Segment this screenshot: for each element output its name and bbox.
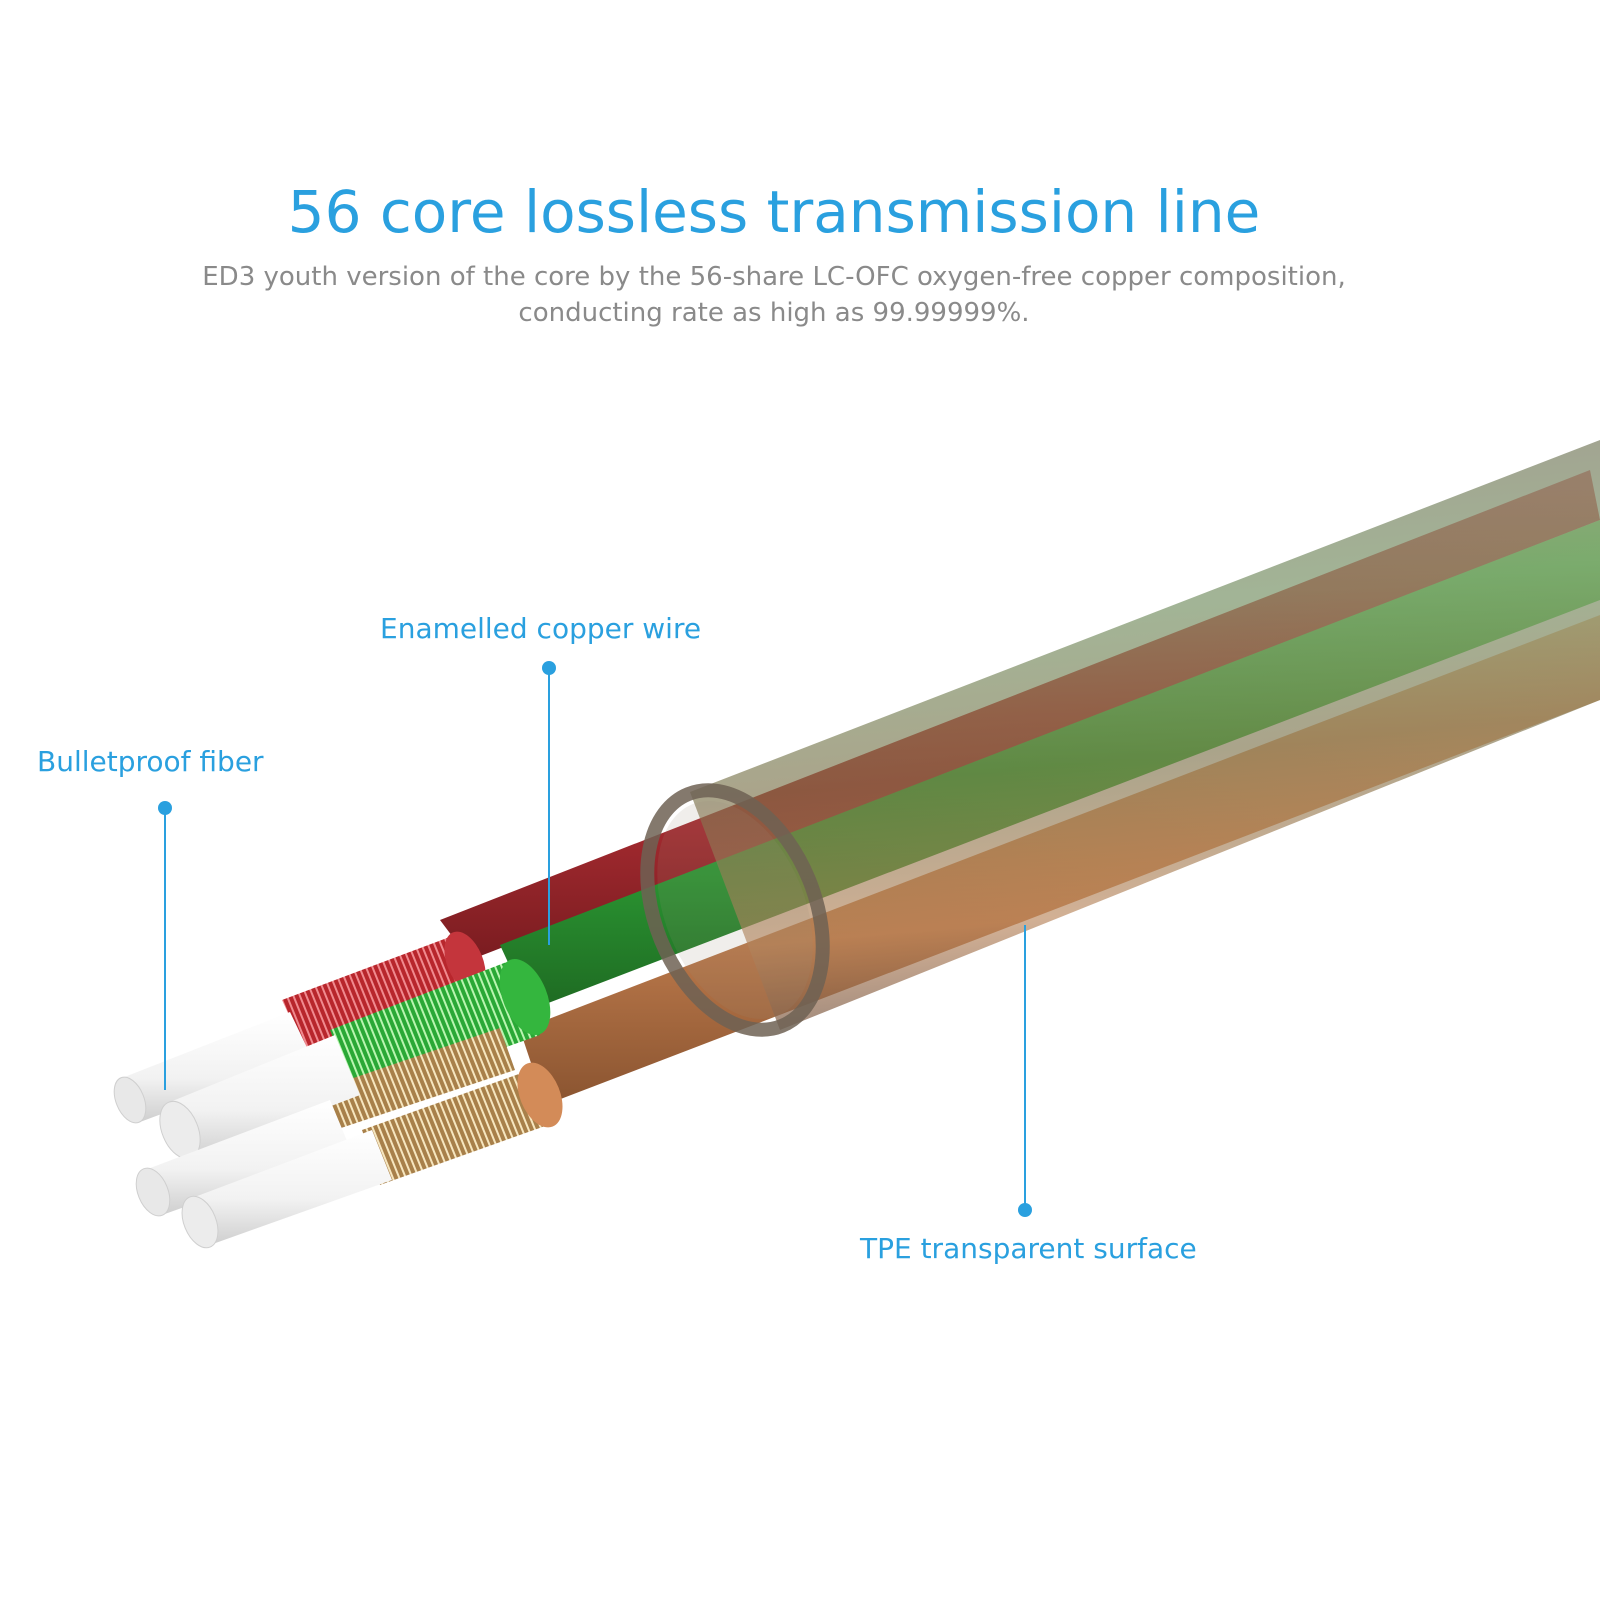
fiber-cores bbox=[113, 1012, 392, 1249]
page-subtitle-line-1: ED3 youth version of the core by the 56-… bbox=[202, 262, 1346, 292]
callout-dot-enamelled bbox=[542, 661, 556, 675]
callout-label-enamelled-copper-wire: Enamelled copper wire bbox=[380, 612, 702, 645]
sheath-opening bbox=[640, 783, 830, 1037]
exposed-conductors bbox=[282, 931, 563, 1185]
callout-lines bbox=[158, 661, 1032, 1217]
gold-coiled-strands-front bbox=[362, 1070, 548, 1185]
page-subtitle-line-2: conducting rate as high as 99.99999%. bbox=[518, 298, 1030, 328]
gold-coiled-strands-back bbox=[318, 1028, 515, 1130]
callout-label-tpe-transparent-surface: TPE transparent surface bbox=[860, 1232, 1197, 1265]
green-coiled-strands bbox=[330, 960, 540, 1100]
callout-dot-tpe bbox=[1018, 1203, 1032, 1217]
red-coiled-strands bbox=[282, 935, 480, 1050]
callout-label-bulletproof-fiber: Bulletproof fiber bbox=[37, 745, 264, 778]
page-title: 56 core lossless transmission line bbox=[287, 178, 1261, 246]
tpe-sheath bbox=[640, 440, 1600, 1037]
callout-dot-fiber bbox=[158, 801, 172, 815]
